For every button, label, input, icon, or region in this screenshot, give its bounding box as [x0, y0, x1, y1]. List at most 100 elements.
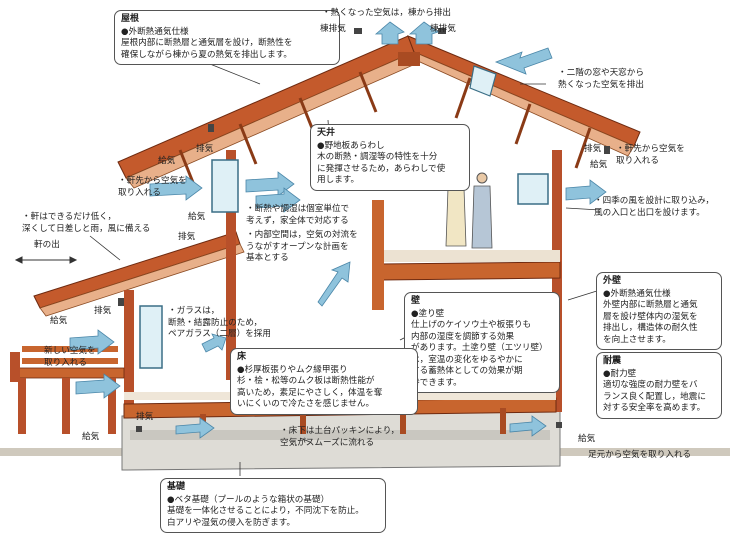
ridge-vent-right-text: 棟排気	[430, 24, 456, 34]
eave-air-left-text: 取り入れる	[118, 187, 161, 198]
foundation-callout: 基礎 ●ベタ基礎（プールのような箱状の基礎） 基礎を一体化させることにより，不同…	[160, 478, 386, 533]
glass-text: 断熱・結露防止のため，	[168, 317, 263, 328]
ridge-vent-left-text: 棟排気	[320, 24, 346, 34]
airflow-arrows	[69, 21, 607, 439]
eave-exhaust-right-text: 排気	[584, 144, 602, 154]
wall-line: 待できます。	[411, 377, 462, 388]
people-figures	[445, 172, 493, 249]
eave-air-right-text: ・軒先から空気を	[616, 144, 685, 154]
mid-exhaust-label: 排気	[178, 232, 195, 244]
upper-window-text: 熱くなった空気を排出	[558, 79, 644, 90]
seasonal-wind-label: ・四季の風を設計に取り込み， 風の入口と出口を設けます。	[594, 196, 714, 219]
outer-wall-line: 排出し，構造体の耐久性	[603, 323, 698, 333]
low-intake-text: 給気	[50, 316, 68, 326]
floor-line: 杉・桧・松等のムク板は断熱性能が	[237, 376, 375, 386]
right-wall-post	[552, 150, 562, 412]
wall-title: 壁	[411, 296, 421, 306]
wall-line: があります。土塗り壁（エツリ壁）	[411, 343, 548, 353]
eave-air-left-text: ・軒先から空気を	[118, 176, 187, 186]
roof-callout: 屋根 ●外断熱通気仕様 屋根内部に断熱層と通気層を設け，断熱性を 確保しながら棟…	[114, 10, 340, 65]
packing-text: 空気がスムーズに流れる	[280, 437, 375, 448]
eave-exhaust-left-text: 排気	[196, 144, 214, 154]
foot-intake-label: 給気	[578, 434, 595, 446]
ceiling-line: に発揮させるため，あらわしで使	[317, 163, 446, 174]
outer-wall-line: 外壁内部に断熱層と通気	[603, 300, 698, 310]
room-unit-text: ・断熱や調湿は個室単位で	[246, 204, 350, 214]
outer-wall-title: 外壁	[603, 276, 622, 286]
mid-exhaust-text: 排気	[178, 232, 196, 242]
quake-line: ●耐力壁	[603, 368, 637, 379]
low-eaves-text: ・軒はできるだけ低く，	[22, 212, 117, 222]
floor-line: 高いため，素足にやさしく，体温を奪	[237, 387, 383, 398]
second-floor-slab	[379, 261, 561, 281]
room-unit-text: 考えず，家全体で対応する	[246, 215, 349, 226]
new-air-text: 取り入れる	[44, 357, 87, 368]
glass-text: ペアガラス（二層）を採用	[168, 329, 271, 339]
left-wall-post	[226, 150, 236, 380]
foundation-line: 基礎を一体化させることにより，不同沈下を防止。	[167, 506, 364, 516]
ridge-vent-left-label: 棟排気	[320, 24, 346, 36]
foundation-title: 基礎	[167, 482, 186, 492]
upper-window-label: ・二階の窓や天窓から 熱くなった空気を排出	[558, 68, 644, 91]
outer-wall-line: 層を設け壁体内の湿気を	[603, 311, 698, 322]
foundation-line: ●ベタ基礎（プールのような箱状の基礎）	[167, 494, 330, 505]
quake-line: 対する安全率を高めます。	[603, 403, 706, 413]
ceiling-line: 木の断熱・調湿等の特性を十分	[317, 152, 438, 162]
eave-intake-left-label: 給気	[158, 156, 175, 168]
right-window	[517, 173, 549, 205]
ridge-vent-right-label: 棟排気	[430, 24, 456, 36]
mid-intake-text: 給気	[188, 212, 206, 222]
open-plan-text: 基本とする	[246, 253, 289, 263]
foundation-intake-label: 給気	[82, 432, 99, 444]
partition-wall	[372, 200, 384, 310]
seasonal-wind-text: 風の入口と出口を設けます。	[594, 207, 705, 218]
floor-callout: 床 ●杉厚板張りやムク縁甲張り 杉・桧・松等のムク板は断熱性能が 高いため，素足…	[230, 348, 418, 415]
left-glass-window	[139, 305, 163, 369]
ceiling-callout: 天井 ●野地板あらわし 木の断熱・調湿等の特性を十分 に発揮させるため，あらわし…	[310, 124, 470, 191]
outer-wall-line: を向上させます。	[603, 334, 671, 345]
open-plan-label: ・内部空間は，空気の対流を うながすオープンな計画を 基本とする	[246, 230, 358, 265]
eave-depth-label: 軒の出	[34, 240, 60, 252]
new-air-text: 新しい空気を	[44, 346, 96, 356]
eave-depth-text: 軒の出	[34, 240, 60, 250]
ridge-exhaust-label: ・熱くなった空気は，棟から排出	[322, 8, 451, 20]
packing-label: ・床下は土台パッキンにより， 空気がスムーズに流れる	[280, 426, 399, 449]
eave-depth-arrow	[14, 256, 78, 264]
foundation-exhaust-label: 排気	[136, 412, 153, 424]
glass-label: ・ガラスは， 断熱・結露防止のため， ペアガラス（二層）を採用	[168, 306, 271, 341]
floor-line: いにくいので冷たさを感じません。	[237, 399, 375, 409]
roof-title: 屋根	[121, 14, 140, 24]
left-1f-post	[124, 290, 134, 416]
foundation-intake-text: 給気	[82, 432, 100, 442]
ridge-exhaust-text: ・熱くなった空気は，棟から排出	[322, 8, 451, 18]
rafters	[178, 71, 592, 191]
foundation-line: 白アリや湿気の侵入を防ぎます。	[167, 517, 296, 528]
eave-exhaust-left-label: 排気	[196, 144, 213, 156]
quake-callout: 耐震 ●耐力壁 適切な強度の耐力壁をバ ランス良く配置し，地震に 対する安全率を…	[596, 352, 722, 419]
ceiling-title: 天井	[317, 128, 336, 138]
low-eaves-label: ・軒はできるだけ低く， 深くして日差しと雨，風に備える	[22, 212, 150, 235]
seasonal-wind-text: ・四季の風を設計に取り込み，	[594, 196, 714, 206]
foundation-inner	[130, 430, 550, 440]
eave-intake-left-text: 給気	[158, 156, 176, 166]
foot-air-text: 足元から空気を取り入れる	[588, 450, 692, 460]
room-unit-label: ・断熱や調湿は個室単位で 考えず，家全体で対応する	[246, 204, 349, 227]
floor-line: ●杉厚板張りやムク縁甲張り	[237, 364, 348, 375]
eave-intake-right-text: 給気	[590, 160, 608, 170]
outer-wall-callout: 外壁 ●外断熱通気仕様 外壁内部に断熱層と通気 層を設け壁体内の湿気を 排出し，…	[596, 272, 722, 350]
ceiling-line: ●野地板あらわし	[317, 140, 385, 151]
low-eaves-text: 深くして日差しと雨，風に備える	[22, 223, 151, 234]
upper-left-window	[211, 159, 239, 213]
low-exhaust-label: 排気	[94, 306, 111, 318]
vent-markers	[118, 28, 610, 432]
roof-line: 確保しながら棟から夏の熱気を排出します。	[121, 49, 293, 60]
packing-text: ・床下は土台パッキンにより，	[280, 426, 400, 436]
open-plan-text: うながすオープンな計画を	[246, 241, 349, 252]
wall-line: ●塗り壁	[411, 308, 445, 319]
second-floor-surface	[380, 250, 560, 262]
foot-air-label: 足元から空気を取り入れる	[588, 450, 691, 462]
new-air-label: 新しい空気を 取り入れる	[44, 346, 96, 369]
skylight	[469, 65, 497, 97]
